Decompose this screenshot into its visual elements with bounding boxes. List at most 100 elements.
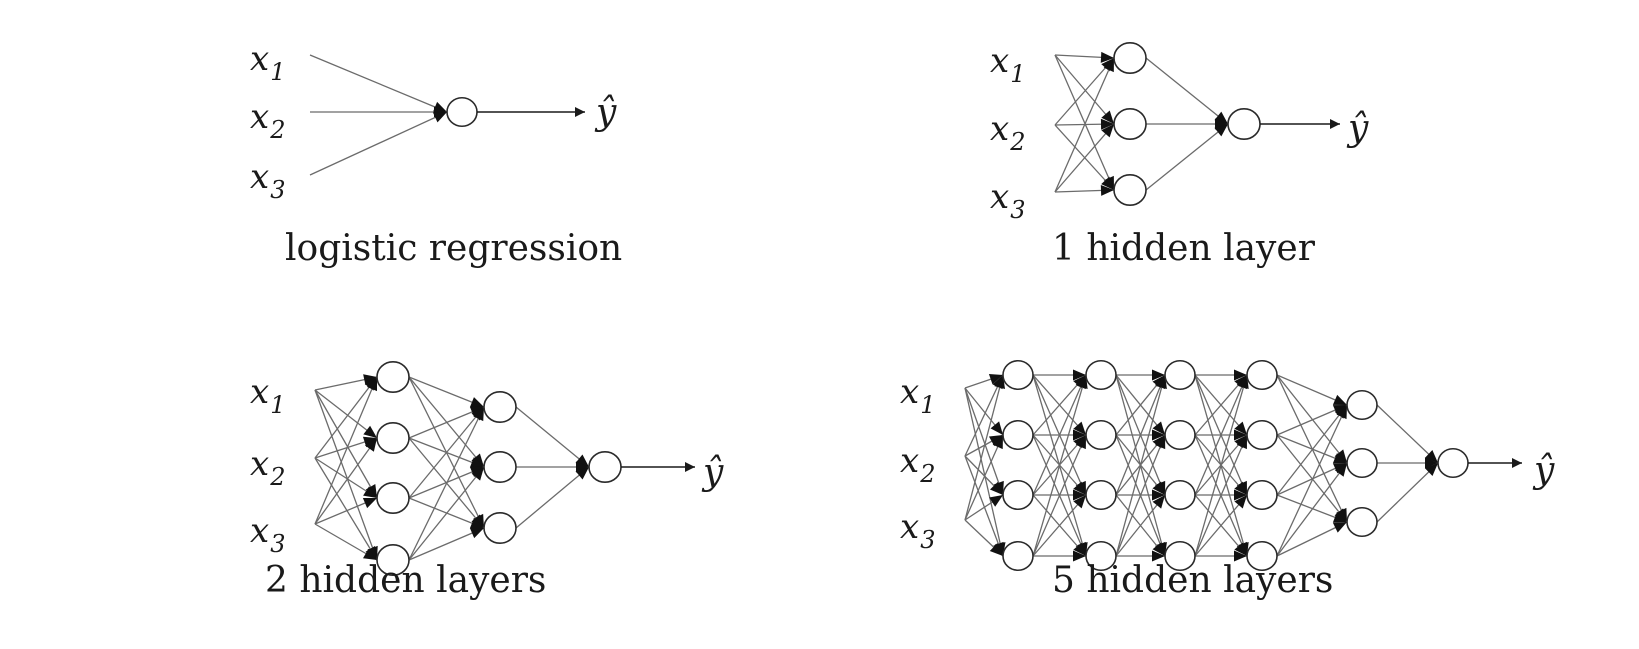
5-hidden-layers-edge-head xyxy=(1336,405,1347,420)
output-label-yhat: ŷ xyxy=(1532,450,1555,491)
hidden-neuron-l1-n3 xyxy=(1113,174,1147,207)
5-hidden-layers-edge xyxy=(964,387,1004,557)
1-hidden-layer-edge xyxy=(1054,54,1115,125)
5-hidden-layers-edge-head xyxy=(1073,489,1086,501)
5-hidden-layers-edge-head xyxy=(1077,375,1088,390)
2-hidden-layers-edge xyxy=(408,376,485,408)
output-neuron xyxy=(588,450,622,483)
5-hidden-layers-edge-head xyxy=(1152,481,1165,495)
5-hidden-layers-edge-head xyxy=(1236,435,1247,450)
2-hidden-layers-edge xyxy=(515,466,590,529)
5-hidden-layers-edge-head xyxy=(988,435,1003,447)
5-hidden-layers-edge xyxy=(1194,374,1248,557)
5-hidden-layers-edge xyxy=(1115,434,1166,557)
hidden-neuron-l1-n3 xyxy=(1002,479,1034,511)
hidden-neuron-l3-n3 xyxy=(1164,479,1196,511)
5-hidden-layers-edge-head xyxy=(1073,481,1086,495)
5-hidden-layers-edge-head xyxy=(989,481,1003,495)
5-hidden-layers-edge xyxy=(1194,434,1248,557)
hidden-neuron-l2-n3 xyxy=(1085,479,1117,511)
1-hidden-layer-edge xyxy=(1145,57,1229,125)
5-hidden-layers-edge-head xyxy=(1152,542,1165,556)
5-hidden-layers-edge-head xyxy=(1152,421,1165,435)
5-hidden-layers-edge-head xyxy=(988,374,1003,385)
hidden-neuron-l1-n2 xyxy=(1113,108,1147,141)
5-hidden-layers-edge-head xyxy=(994,375,1006,389)
hidden-neuron-l1-n3 xyxy=(376,481,410,514)
2-hidden-layers-edge xyxy=(408,406,485,561)
5-hidden-layers-edge-head xyxy=(1152,550,1165,562)
5-hidden-layers-edge-head xyxy=(1334,508,1347,522)
5-hidden-layers-edge-head xyxy=(1332,394,1347,405)
2-hidden-layers-edge xyxy=(408,466,485,561)
logistic-regression-edge xyxy=(309,111,448,176)
5-hidden-layers-edge-head xyxy=(1424,450,1438,463)
hidden-neuron-l1-n1 xyxy=(376,360,410,393)
5-hidden-layers-edge xyxy=(964,374,1004,457)
2-hidden-layers-edge-head xyxy=(473,407,484,422)
2-hidden-layers-edge xyxy=(408,406,485,499)
5-hidden-layers-edge xyxy=(964,455,1004,557)
hidden-neuron-l1-n4 xyxy=(1002,540,1034,572)
5-hidden-layers-edge-head xyxy=(1332,453,1347,464)
5-hidden-layers-edge-head xyxy=(1424,463,1438,476)
5-hidden-layers-edge-head xyxy=(1073,542,1086,556)
1-hidden-layer-edge-head xyxy=(1101,110,1114,124)
1-hidden-layer-edge xyxy=(1054,57,1115,193)
2-hidden-layers-edge xyxy=(314,376,378,459)
5-hidden-layers-edge-head xyxy=(1152,429,1165,441)
5-hidden-layers-edge xyxy=(1032,434,1087,557)
2-hidden-layers-edge-head xyxy=(471,514,484,528)
5-hidden-layers-edge-head xyxy=(1334,449,1347,463)
caption-2-hidden-layers: 2 hidden layers xyxy=(265,560,547,601)
5-hidden-layers-edge-head xyxy=(1234,542,1247,556)
1-hidden-layer-edge-head xyxy=(1100,118,1114,130)
2-hidden-layers-edge-head xyxy=(363,486,377,498)
5-hidden-layers-edge-head xyxy=(1073,550,1086,562)
5-hidden-layers-edge xyxy=(1276,462,1348,557)
5-hidden-layers-edge-head xyxy=(1425,457,1438,469)
5-hidden-layers-edge-head xyxy=(1073,495,1086,509)
2-hidden-layers-edge-head xyxy=(471,467,484,481)
logistic-regression-edge-head xyxy=(432,112,447,123)
5-hidden-layers-edge xyxy=(1276,404,1348,557)
5-hidden-layers-edge xyxy=(1276,374,1348,464)
hidden-neuron-l3-n4 xyxy=(1164,540,1196,572)
hidden-neuron-l1-n1 xyxy=(1002,359,1034,391)
1-hidden-layer-edge-head xyxy=(1101,124,1114,138)
5-hidden-layers-edge-head xyxy=(1152,489,1165,501)
hidden-neuron-l5-n1 xyxy=(1346,389,1378,421)
2-hidden-layers-edge xyxy=(314,457,378,561)
output-label-yhat: ŷ xyxy=(594,92,617,133)
hidden-neuron-l1-n1 xyxy=(1113,41,1147,74)
hidden-neuron-l2-n3 xyxy=(483,511,517,544)
hidden-neuron-l4-n2 xyxy=(1246,419,1278,451)
input-label-x1: x1 xyxy=(250,372,285,419)
hidden-neuron-l5-n3 xyxy=(1346,506,1378,538)
1-hidden-layer-edge-head xyxy=(1100,51,1114,63)
5-hidden-layers-edge xyxy=(964,374,1004,521)
5-hidden-layers-edge xyxy=(1376,404,1439,464)
5-hidden-layers-edge xyxy=(1115,494,1166,557)
output-neuron xyxy=(1437,447,1469,479)
hidden-neuron-l2-n2 xyxy=(483,450,517,483)
5-hidden-layers-edge-head xyxy=(989,495,1003,507)
2-hidden-layers-edge-head xyxy=(366,377,378,392)
logistic-regression-edge xyxy=(309,54,448,113)
5-hidden-layers-edge-head xyxy=(1332,512,1347,523)
5-hidden-layers-edge xyxy=(1376,462,1439,523)
5-hidden-layers-edge-head xyxy=(1234,429,1247,441)
5-hidden-layers-edge xyxy=(1032,374,1087,496)
caption-logistic-regression: logistic regression xyxy=(285,228,623,269)
2-hidden-layers-edge xyxy=(314,389,378,561)
hidden-neuron-l1-n4 xyxy=(376,543,410,576)
5-hidden-layers-edge-head xyxy=(1234,369,1247,381)
2-hidden-layers-edge-head xyxy=(575,467,589,480)
5-hidden-layers-edge xyxy=(1115,374,1166,557)
hidden-neuron-l5-n2 xyxy=(1346,447,1378,479)
5-hidden-layers-edge xyxy=(964,387,1004,496)
1-hidden-layer-edge xyxy=(1145,123,1229,191)
